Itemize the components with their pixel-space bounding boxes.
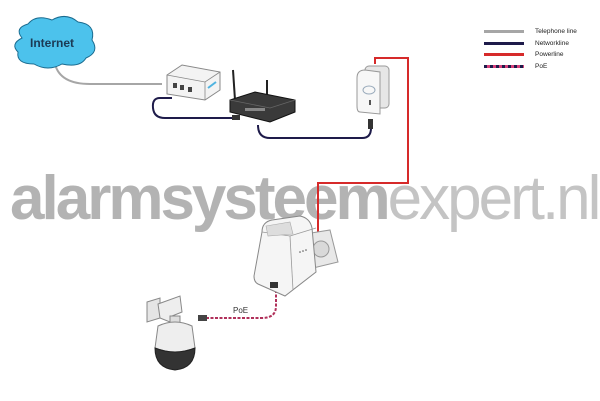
legend-swatch <box>484 41 524 45</box>
modem <box>166 64 221 101</box>
legend: Telephone line Networkline Powerline PoE <box>484 26 577 72</box>
ptz-dome-camera <box>146 295 196 371</box>
powerline-adapter-2-poe <box>253 215 317 297</box>
internet-label: Internet <box>30 36 75 50</box>
telephone-cable <box>54 63 162 85</box>
legend-item-network: Networkline <box>484 38 577 50</box>
legend-swatch <box>484 53 524 57</box>
legend-swatch <box>484 64 524 68</box>
watermark: alarmsysteemexpert.nl <box>10 164 600 233</box>
rj45-plug <box>232 115 240 120</box>
wireless-router <box>229 69 296 123</box>
powerline-adapter-1 <box>356 65 390 115</box>
legend-item-poe: PoE <box>484 61 577 73</box>
network-cable-router-adapter <box>257 124 372 139</box>
legend-swatch <box>484 30 524 34</box>
rj45-plug <box>368 119 373 129</box>
rj45-plug <box>198 315 207 321</box>
poe-cable <box>206 290 277 319</box>
legend-item-telephone: Telephone line <box>484 26 577 38</box>
network-cable-modem-router <box>151 97 234 119</box>
poe-label: PoE <box>233 306 249 315</box>
internet-cloud <box>14 16 96 69</box>
powerline-cable <box>317 57 409 236</box>
legend-item-power: Powerline <box>484 49 577 61</box>
